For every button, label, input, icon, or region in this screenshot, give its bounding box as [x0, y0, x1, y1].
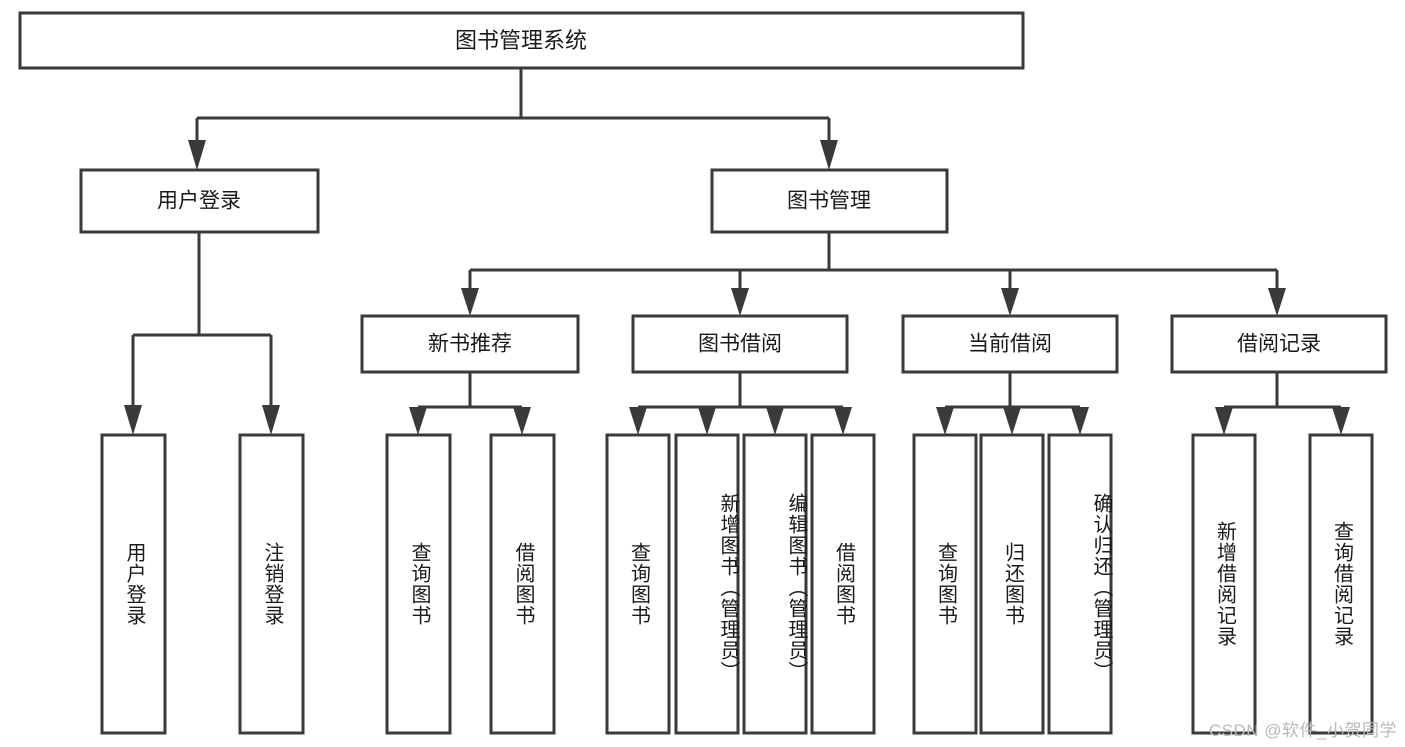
leaf-box-user-login-1[interactable]	[100, 433, 167, 735]
node-book-manage-box[interactable]	[710, 168, 949, 234]
node-root-box[interactable]	[18, 11, 1025, 70]
arrowhead-user-login-leaf-2	[262, 405, 280, 435]
leaf-box-recommend-1[interactable]	[385, 433, 452, 735]
arrowhead-user-login-leaf-1	[124, 405, 142, 435]
node-recommend-box[interactable]	[360, 314, 580, 374]
leaf-box-borrow-3[interactable]	[742, 433, 808, 735]
node-current-box[interactable]	[901, 314, 1119, 374]
leaf-box-record-1[interactable]	[1191, 433, 1257, 735]
node-record-box[interactable]	[1170, 314, 1388, 374]
arrowhead-record-leaf-1	[1215, 407, 1233, 435]
node-recommend-label: 新书推荐	[428, 333, 512, 356]
arrowhead-current-leaf-1	[936, 407, 954, 435]
arrowhead-borrow-leaf-1	[629, 407, 647, 435]
leaf-box-current-2[interactable]	[979, 433, 1045, 735]
leaf-box-recommend-2[interactable]	[489, 433, 556, 735]
node-root-label: 图书管理系统	[455, 28, 587, 53]
node-record-label: 借阅记录	[1237, 333, 1321, 356]
csdn-watermark: CSDN @软件_小贺同学	[1208, 721, 1397, 740]
node-book-manage-label: 图书管理	[787, 190, 871, 213]
node-current-label: 当前借阅	[968, 333, 1052, 356]
arrowhead-borrow-leaf-4	[834, 407, 852, 435]
leaf-box-borrow-4[interactable]	[810, 433, 876, 735]
arrowhead-borrow-leaf-3	[766, 407, 784, 435]
leaf-box-current-1[interactable]	[912, 433, 978, 735]
arrowhead-level2-1	[461, 288, 479, 316]
arrowhead-level2-3	[1001, 288, 1019, 316]
arrowhead-root-to-book-manage	[820, 140, 838, 170]
leaf-box-record-2[interactable]	[1308, 433, 1374, 735]
arrowhead-borrow-leaf-2	[698, 407, 716, 435]
node-borrow-box[interactable]	[631, 314, 849, 374]
leaf-box-borrow-2[interactable]	[674, 433, 740, 735]
arrowhead-recommend-leaf-2	[513, 407, 531, 435]
leaf-box-user-login-2[interactable]	[238, 433, 305, 735]
arrowhead-current-leaf-2	[1003, 407, 1021, 435]
arrowhead-current-leaf-3	[1071, 407, 1089, 435]
arrowhead-level2-2	[731, 288, 749, 316]
arrowhead-record-leaf-2	[1332, 407, 1350, 435]
node-user-login-label: 用户登录	[157, 190, 241, 213]
node-borrow-label: 图书借阅	[698, 333, 782, 356]
leaf-box-current-3[interactable]	[1047, 433, 1113, 735]
leaf-box-borrow-1[interactable]	[605, 433, 671, 735]
node-user-login-box[interactable]	[79, 168, 320, 234]
arrowhead-level2-4	[1268, 288, 1286, 316]
arrowhead-root-to-user-login	[188, 140, 206, 170]
arrowhead-recommend-leaf-1	[409, 407, 427, 435]
